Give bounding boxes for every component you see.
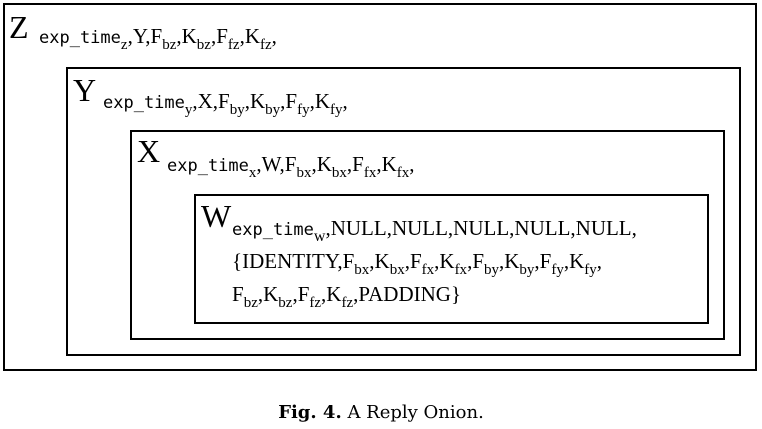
figure-caption-text: A Reply Onion.	[347, 402, 484, 423]
figure-caption: Fig. 4. A Reply Onion.	[0, 402, 762, 423]
layer-z-box	[3, 3, 757, 371]
layer-w-line-2: {IDENTITY,Fbx,Kbx,Ffx,Kfx,Fby,Kby,Ffy,Kf…	[232, 249, 603, 278]
layer-w-line-1: exp_timew,NULL,NULL,NULL,NULL,NULL,	[232, 216, 637, 245]
figure-label: Fig. 4.	[278, 402, 342, 423]
layer-y-letter: Y	[73, 72, 97, 108]
exp-time-sub: z	[120, 37, 128, 53]
layer-w-line-3: Fbz,Kbz,Ffz,Kfz,PADDING}	[232, 282, 462, 311]
layer-y-box	[66, 67, 741, 356]
exp-time-label: exp_time	[39, 28, 121, 48]
layer-w-box	[194, 194, 709, 324]
layer-z-fields: exp_timez,Y,Fbz,Kbz,Ffz,Kfz,	[39, 24, 277, 53]
layer-x-box	[130, 130, 725, 340]
layer-z-letter: Z	[9, 9, 29, 45]
layer-y-fields: exp_timey,X,Fby,Kby,Ffy,Kfy,	[103, 89, 348, 118]
layer-x-fields: exp_timex,W,Fbx,Kbx,Ffx,Kfx,	[167, 152, 415, 181]
layer-x-letter: X	[137, 133, 161, 169]
layer-w-letter: W	[201, 198, 232, 234]
